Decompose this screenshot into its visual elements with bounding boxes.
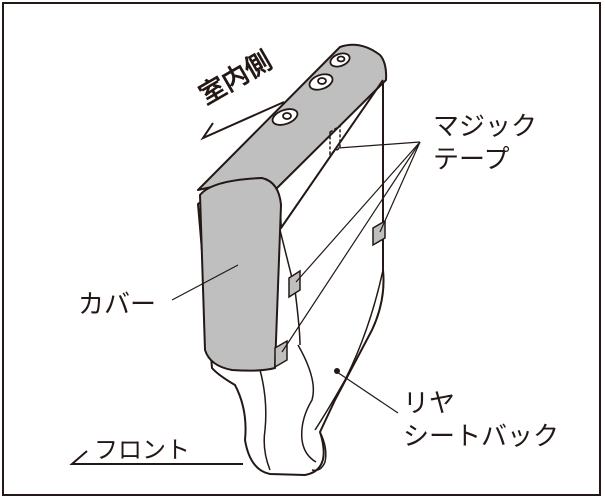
front-label: フロント [94, 436, 190, 464]
magic-tape-label-line2: テープ [433, 145, 509, 175]
magic-tape-patches [274, 124, 386, 369]
rear-seatback-label-line1: リヤ [403, 389, 455, 419]
cover-side [199, 177, 282, 372]
interior-side-arrow [200, 101, 285, 141]
rear-seatback-pointer-dot [334, 368, 340, 374]
interior-side-label: 室内側 [194, 45, 277, 111]
seatback-contours [259, 229, 384, 472]
cover-label: カバー [78, 290, 156, 320]
leader-lines [171, 141, 421, 414]
headrest-mounts [271, 52, 351, 126]
rear-seatback-label-line2: シートバック [403, 422, 559, 452]
magic-tape-label-line1: マジック [433, 112, 537, 142]
front-arrow [69, 450, 243, 465]
